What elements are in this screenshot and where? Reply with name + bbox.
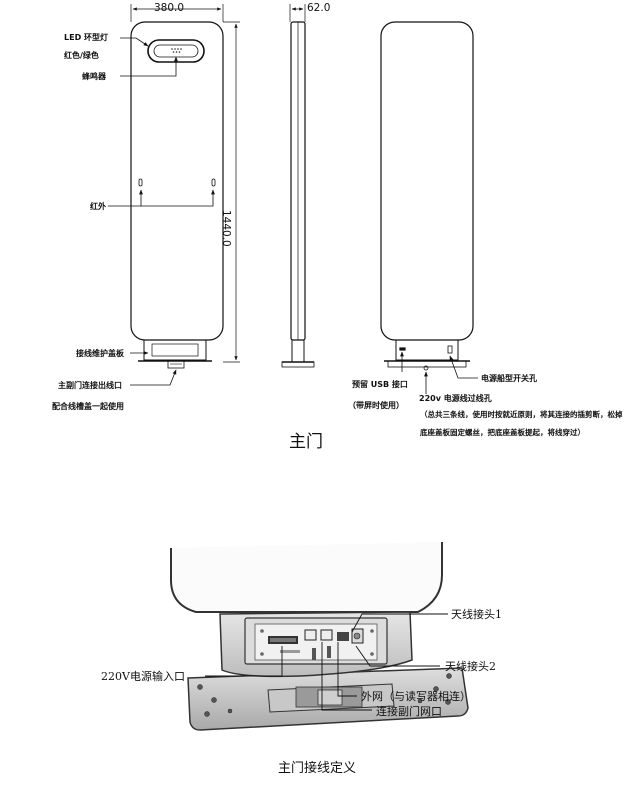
wiring-photo [170, 542, 469, 731]
height-dimension: 1440.0 [220, 210, 232, 247]
back-view [380, 21, 474, 371]
label-antenna-1: 天线接头1 [451, 608, 502, 621]
front-width-dimension: 380.0 [154, 2, 185, 14]
label-usb-note: （带屏时使用） [348, 401, 404, 410]
network-port-1 [304, 629, 317, 641]
label-antenna-2: 天线接头2 [445, 660, 496, 673]
label-wiring-cover: 接线维护盖板 [76, 349, 124, 358]
buzzer-holes [171, 48, 182, 53]
front-body [130, 21, 224, 341]
antenna-port-1 [337, 632, 349, 641]
title-wiring-definition: 主门接线定义 [278, 761, 357, 776]
label-power-switch: 电源船型开关孔 [481, 374, 537, 383]
label-power-input: 220V电源输入口 [101, 670, 185, 683]
label-sub-door-port: 连接副门网口 [376, 705, 442, 718]
wiring-cover-plate [143, 339, 207, 361]
label-led-ring: LED 环型灯 [64, 33, 108, 42]
infrared-right [211, 178, 216, 187]
usb-port [399, 347, 406, 351]
base-outlet [167, 360, 185, 369]
label-red-green: 红色/绿色 [64, 51, 99, 60]
network-port-2 [320, 629, 333, 641]
label-infrared: 红外 [90, 202, 106, 211]
front-view [130, 4, 240, 369]
label-power-hole: 220v 电源线过线孔 [419, 394, 492, 403]
label-network: 外网（与读写器相连） [361, 690, 471, 703]
label-buzzer: 蜂鸣器 [82, 72, 106, 81]
side-depth-dimension: 62.0 [307, 2, 331, 14]
infrared-left [138, 178, 143, 187]
label-wiring-note: （总共三条线，使用时按就近原则，将其连接的插剪断，松掉底座盖板固定螺丝，把底座盖… [420, 410, 623, 437]
side-view [281, 4, 315, 368]
front-leaders [108, 37, 215, 386]
label-trough: 配合线槽盖一起使用 [52, 402, 124, 411]
power-switch-hole [447, 345, 453, 354]
photo-leaders [205, 613, 448, 711]
back-body [380, 21, 474, 341]
title-main-door: 主门 [289, 432, 323, 452]
label-outlet: 主副门连接出线口 [58, 381, 122, 390]
power-cable-hole [423, 365, 429, 371]
back-leaders [400, 351, 478, 394]
photo-door-body [170, 542, 443, 613]
label-usb: 预留 USB 接口 [352, 380, 408, 389]
